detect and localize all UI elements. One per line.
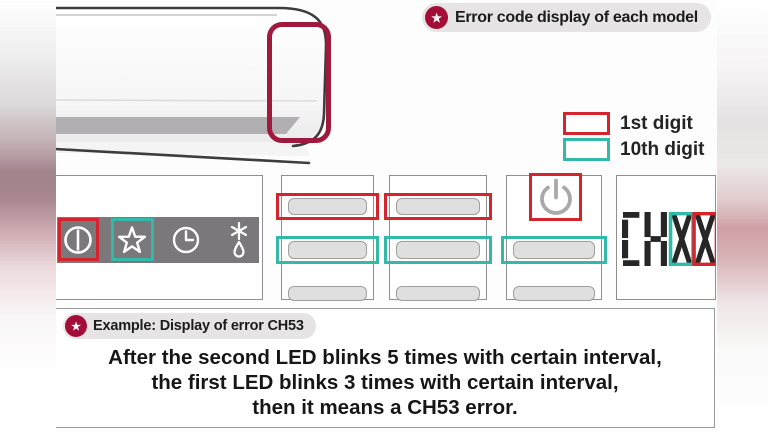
tenth-digit-highlight-box bbox=[384, 236, 492, 264]
legend-red-swatch bbox=[563, 112, 610, 135]
legend-label-1st-digit: 1st digit bbox=[620, 112, 693, 134]
blurred-left-edge bbox=[0, 0, 56, 432]
example-box: ★ Example: Display of error CH53 After t… bbox=[55, 308, 715, 428]
legend-teal-swatch bbox=[563, 138, 610, 161]
led-bar bbox=[513, 286, 595, 301]
ac-unit-illustration bbox=[53, 6, 328, 165]
led-bar bbox=[288, 241, 367, 259]
legend-row-1st-digit: 1st digit bbox=[563, 112, 704, 135]
example-text-line: then it means a CH53 error. bbox=[252, 396, 518, 419]
first-digit-highlight-box bbox=[529, 173, 582, 221]
led-bar bbox=[288, 198, 367, 215]
segment-char-c bbox=[622, 212, 640, 266]
error-code-badge-label: Error code display of each model bbox=[455, 8, 698, 26]
power-icon bbox=[539, 178, 572, 215]
legend-label-10th-digit: 10th digit bbox=[620, 138, 705, 160]
legend-row-10th-digit: 10th digit bbox=[563, 138, 704, 161]
power-led-display-panel bbox=[501, 173, 607, 301]
first-digit-highlight-box bbox=[692, 212, 716, 266]
led-bar bbox=[396, 241, 480, 259]
tenth-digit-highlight-box bbox=[276, 236, 379, 264]
led-bar bbox=[513, 241, 595, 259]
segment-char-x-tenth bbox=[671, 213, 693, 265]
star-icon: ★ bbox=[425, 6, 448, 29]
segment-char-h bbox=[644, 212, 667, 266]
led-bar bbox=[396, 286, 480, 301]
example-text: After the second LED blinks 5 times with… bbox=[56, 345, 714, 420]
led-bar bbox=[288, 286, 367, 301]
example-text-line: After the second LED blinks 5 times with… bbox=[108, 346, 662, 369]
segment-char-x-first bbox=[694, 213, 716, 265]
blurred-right-edge bbox=[717, 0, 768, 432]
power-icon bbox=[64, 226, 92, 254]
example-badge-label: Example: Display of error CH53 bbox=[93, 318, 304, 334]
display-area-highlight-outline bbox=[267, 22, 331, 143]
tenth-digit-highlight-box bbox=[111, 218, 154, 261]
led-display-panel-a bbox=[276, 175, 379, 301]
error-code-badge: ★ Error code display of each model bbox=[422, 3, 711, 32]
legend: 1st digit 10th digit bbox=[563, 112, 704, 164]
timer-icon bbox=[172, 226, 200, 254]
example-badge: ★ Example: Display of error CH53 bbox=[63, 313, 316, 339]
first-digit-highlight-box bbox=[58, 218, 99, 261]
icon-display-panel bbox=[55, 175, 263, 300]
defrost-icon bbox=[230, 221, 248, 258]
tenth-digit-highlight-box bbox=[501, 236, 607, 264]
seven-segment-display-chxx bbox=[622, 212, 716, 266]
example-text-line: the first LED blinks 3 times with certai… bbox=[151, 371, 619, 394]
first-digit-highlight-box bbox=[384, 193, 492, 220]
led-display-panel-b bbox=[384, 175, 492, 301]
ac-vent bbox=[55, 117, 300, 134]
star-icon bbox=[117, 226, 147, 254]
led-bar bbox=[396, 198, 480, 215]
star-icon: ★ bbox=[65, 315, 87, 337]
first-digit-highlight-box bbox=[276, 193, 379, 220]
segment-display-panel bbox=[616, 175, 716, 300]
